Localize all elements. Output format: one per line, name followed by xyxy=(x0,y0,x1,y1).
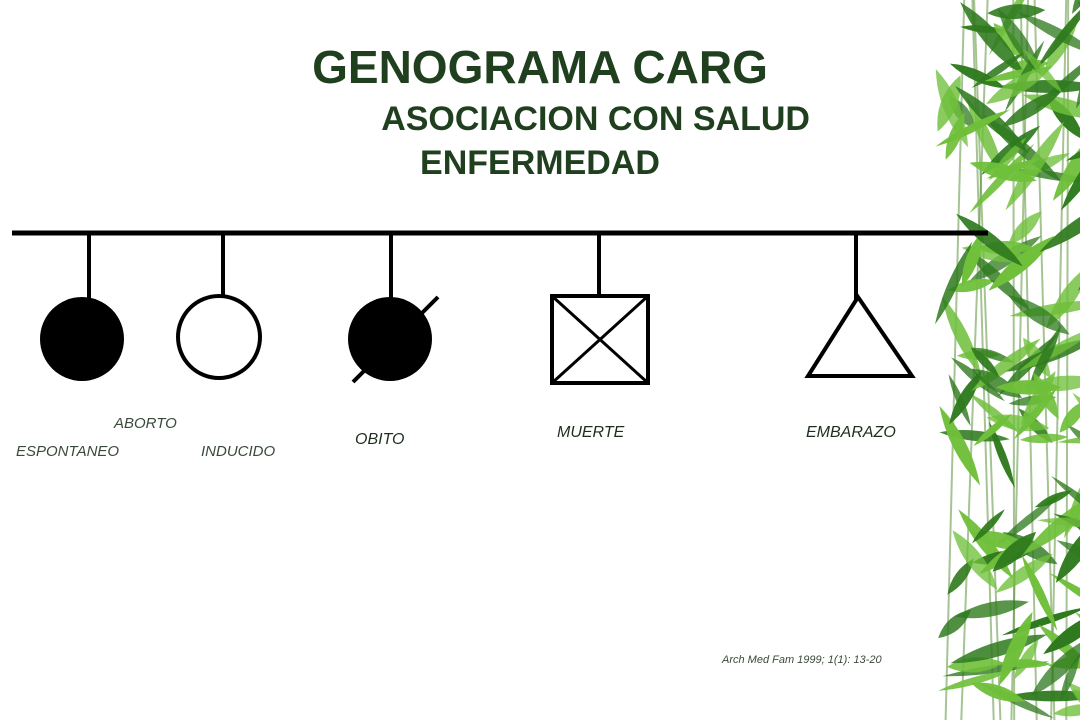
bamboo-leaf xyxy=(1005,121,1065,211)
bamboo-leaf xyxy=(992,531,1037,572)
bamboo-leaf xyxy=(972,509,1005,544)
bamboo-leaf xyxy=(945,112,965,160)
bamboo-leaf xyxy=(972,347,1015,363)
bamboo-leaf xyxy=(971,682,1025,702)
bamboo-leaf xyxy=(986,65,1053,105)
aborto-group-label: ABORTO xyxy=(114,415,177,432)
bamboo-leaf xyxy=(1051,475,1080,533)
bamboo-leaf xyxy=(1046,263,1080,329)
bamboo-leaf xyxy=(999,611,1033,686)
bamboo-leaf xyxy=(947,558,974,595)
inducido-symbol xyxy=(176,294,262,380)
bamboo-leaf xyxy=(935,241,973,325)
bamboo-leaves-decoration xyxy=(930,0,1080,720)
embarazo-symbol xyxy=(804,293,916,378)
citation: Arch Med Fam 1999; 1(1): 13-20 xyxy=(722,654,882,666)
muerte-label: MUERTE xyxy=(557,424,625,441)
bamboo-leaf xyxy=(1037,517,1080,529)
bamboo-leaf xyxy=(995,492,1063,547)
bamboo-leaf xyxy=(960,2,1026,77)
bamboo-leaf xyxy=(1001,88,1064,128)
bamboo-leaf xyxy=(950,634,1048,664)
bamboo-leaf xyxy=(1072,0,1080,14)
bamboo-leaf xyxy=(958,509,1014,579)
bamboo-leaf xyxy=(969,161,1037,182)
bamboo-leaf xyxy=(1003,690,1080,702)
bamboo-leaf xyxy=(1018,325,1080,372)
inducido-label: INDUCIDO xyxy=(201,443,276,460)
bamboo-leaf xyxy=(973,413,1012,446)
bamboo-leaf xyxy=(1034,490,1073,508)
bamboo-leaf xyxy=(1008,211,1042,245)
bamboo-leaf xyxy=(988,235,1055,291)
espontaneo-label: ESPONTANEO xyxy=(16,443,120,460)
bamboo-leaf xyxy=(938,670,1012,691)
obito-label: OBITO xyxy=(355,431,405,448)
bamboo-leaf xyxy=(1030,635,1080,697)
bamboo-leaf xyxy=(938,609,971,639)
bamboo-leaf xyxy=(956,213,1023,267)
espontaneo-symbol xyxy=(40,297,124,381)
bamboo-leaf xyxy=(949,63,1007,89)
bamboo-leaf xyxy=(971,52,1024,88)
bamboo-leaf xyxy=(1008,295,1070,335)
bamboo-leaf xyxy=(1043,609,1080,655)
bamboo-leaf xyxy=(1060,653,1080,702)
bamboo-leaf xyxy=(1055,517,1080,583)
bamboo-leaf xyxy=(961,231,983,287)
obito-symbol xyxy=(348,295,440,384)
bamboo-leaf xyxy=(1053,704,1080,717)
bamboo-leaf xyxy=(970,347,1000,377)
bamboo-leaf xyxy=(1021,554,1058,631)
bamboo-leaf xyxy=(1039,195,1080,252)
bamboo-leaf xyxy=(1019,433,1069,444)
bamboo-leaf xyxy=(939,405,981,486)
bamboo-leaf xyxy=(1049,573,1080,621)
bamboo-leaf xyxy=(971,368,1023,398)
bamboo-leaf xyxy=(1061,136,1080,211)
bamboo-leaf xyxy=(1057,434,1080,444)
bamboo-leaf xyxy=(949,370,982,425)
bamboo-leaf xyxy=(948,278,995,293)
bamboo-leaf xyxy=(995,380,1062,395)
page-subtitle: ASOCIACION CON SALUD xyxy=(381,100,810,138)
muerte-symbol xyxy=(550,294,650,385)
bamboo-leaf xyxy=(955,600,1029,619)
page-title: GENOGRAMA CARG xyxy=(312,41,768,93)
bamboo-leaf xyxy=(995,553,1053,593)
bamboo-leaf xyxy=(1036,0,1080,69)
embarazo-label: EMBARAZO xyxy=(806,424,896,441)
bamboo-leaf xyxy=(1052,128,1080,201)
page-subtitle-2: ENFERMEDAD xyxy=(420,144,660,182)
